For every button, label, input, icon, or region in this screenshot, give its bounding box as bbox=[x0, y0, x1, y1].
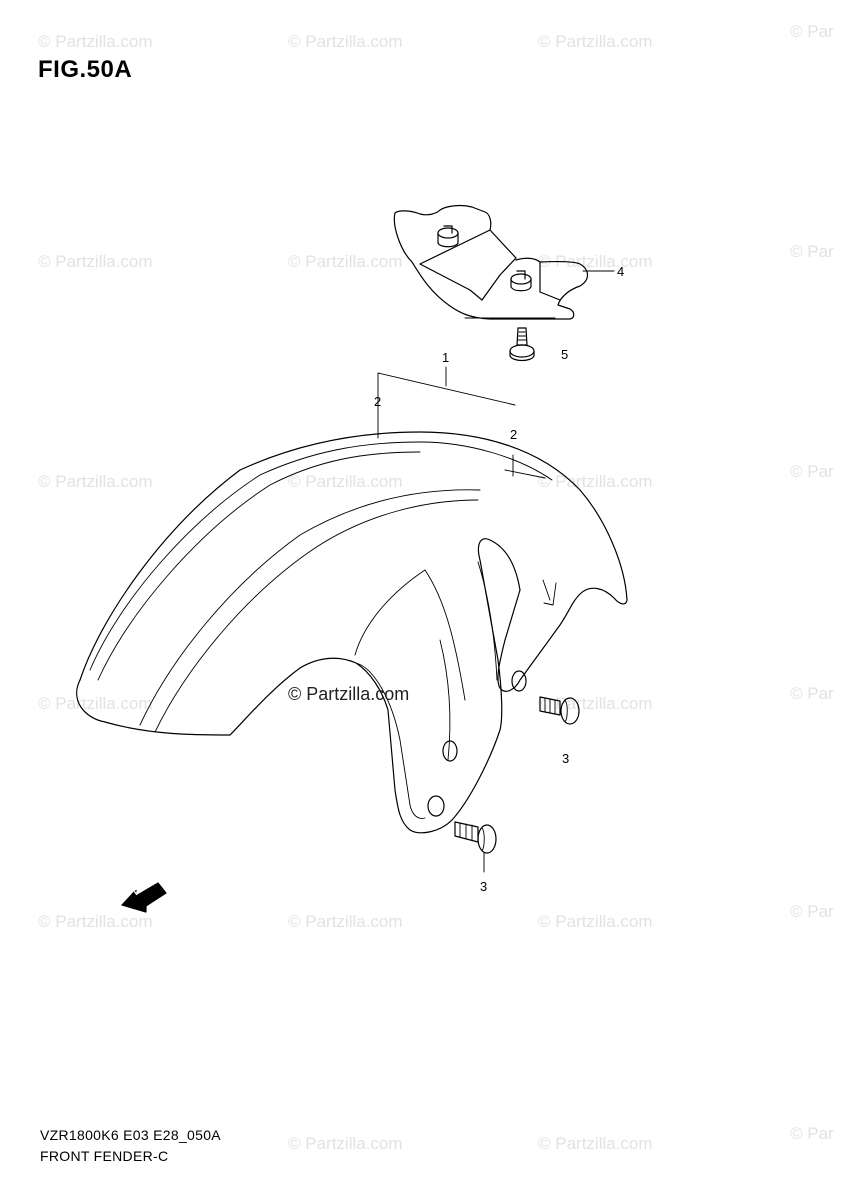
watermark: © Partzilla.com bbox=[288, 32, 403, 51]
bolt-part-3-upper bbox=[539, 696, 580, 725]
callout-2-left: 2 bbox=[374, 394, 382, 409]
watermark: © Partzilla.com bbox=[288, 252, 403, 271]
watermark: © Partzilla.com bbox=[38, 252, 153, 271]
watermark-partial: © Par bbox=[790, 22, 834, 41]
callout-4: 4 bbox=[617, 264, 625, 279]
watermark-partial: © Par bbox=[790, 684, 834, 703]
watermark: © Partzilla.com bbox=[288, 1134, 403, 1153]
figure-title: FIG.50A bbox=[38, 56, 133, 83]
watermark: © Partzilla.com bbox=[38, 32, 153, 51]
front-arrow-icon bbox=[121, 882, 167, 913]
watermark: © Partzilla.com bbox=[538, 912, 653, 931]
watermark: © Partzilla.com bbox=[38, 912, 153, 931]
watermark-partial: © Par bbox=[790, 902, 834, 921]
callout-leaders bbox=[377, 366, 516, 477]
watermark: © Partzilla.com bbox=[538, 32, 653, 51]
figure-model-code: VZR1800K6 E03 E28_050A bbox=[40, 1127, 221, 1143]
callout-3-upper: 3 bbox=[562, 751, 570, 766]
figure-name: FRONT FENDER-C bbox=[40, 1148, 169, 1164]
callout-5: 5 bbox=[561, 347, 569, 362]
watermark: © Partzilla.com bbox=[538, 252, 653, 271]
screw-part-5 bbox=[509, 327, 535, 362]
callout-3-lower: 3 bbox=[480, 879, 488, 894]
front-fender-part-1 bbox=[76, 431, 628, 834]
watermark: © Partzilla.com bbox=[38, 694, 153, 713]
watermark-center: © Partzilla.com bbox=[288, 684, 410, 704]
watermark: © Partzilla.com bbox=[288, 912, 403, 931]
watermark-partial: © Par bbox=[790, 462, 834, 481]
watermark-partial: © Par bbox=[790, 1124, 834, 1143]
watermark: © Partzilla.com bbox=[288, 472, 403, 491]
watermark: © Partzilla.com bbox=[38, 472, 153, 491]
bolt-part-3-lower bbox=[454, 821, 497, 873]
callout-1: 1 bbox=[442, 350, 450, 365]
watermark: © Partzilla.com bbox=[538, 1134, 653, 1153]
bracket-part-4 bbox=[393, 204, 615, 320]
callout-2-right: 2 bbox=[510, 427, 518, 442]
watermark-partial: © Par bbox=[790, 242, 834, 261]
